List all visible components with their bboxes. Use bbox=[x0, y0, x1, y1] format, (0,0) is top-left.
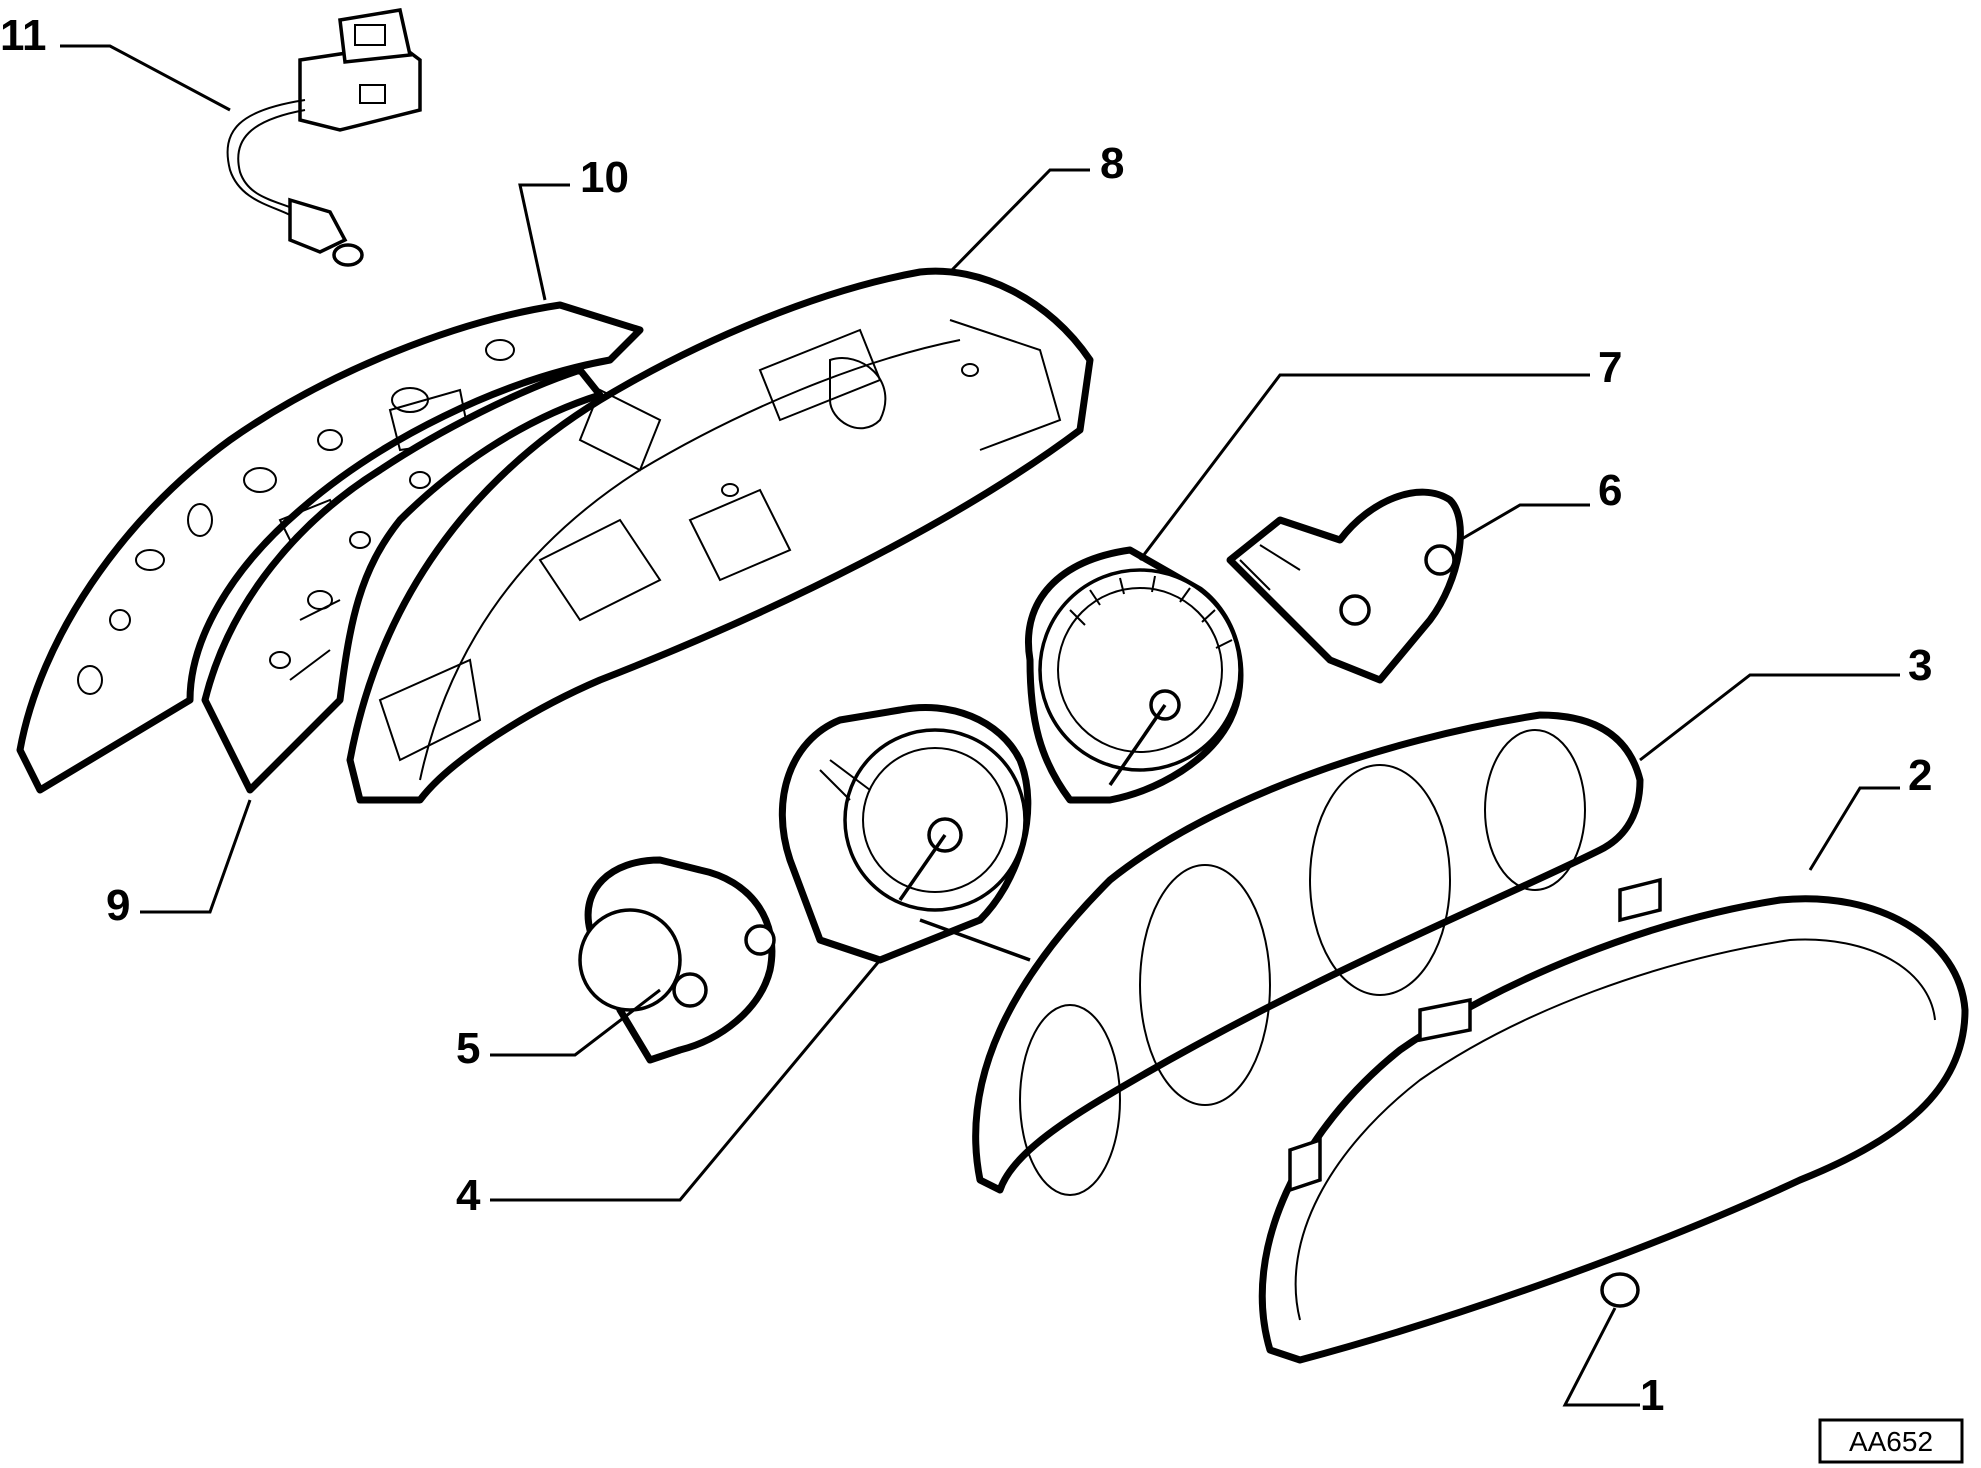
part-4-combined-gauge bbox=[778, 703, 1032, 964]
callout-9: 9 bbox=[106, 881, 130, 930]
callout-2: 2 bbox=[1908, 751, 1932, 800]
leader-10 bbox=[518, 183, 570, 301]
reference-code-box: AA652 bbox=[1818, 1418, 1964, 1464]
callout-1: 1 bbox=[1640, 1371, 1664, 1420]
part-8-cluster-housing bbox=[346, 267, 1094, 804]
callout-5: 5 bbox=[456, 1024, 480, 1073]
leader-8 bbox=[948, 168, 1090, 274]
callout-labels: 11 10 8 7 6 3 2 9 5 4 1 bbox=[0, 11, 1932, 1420]
part-3-dial-face bbox=[972, 711, 1644, 1196]
leader-lines bbox=[60, 44, 1900, 1407]
leader-1 bbox=[1562, 1307, 1640, 1407]
reference-code: AA652 bbox=[1849, 1426, 1933, 1457]
callout-8: 8 bbox=[1100, 139, 1124, 188]
leader-9 bbox=[140, 799, 252, 914]
leader-7 bbox=[1138, 373, 1590, 561]
leader-3 bbox=[1639, 673, 1900, 762]
part-10-circuit-board bbox=[16, 301, 644, 794]
callout-3: 3 bbox=[1908, 641, 1932, 690]
callout-4: 4 bbox=[456, 1171, 481, 1220]
leader-6 bbox=[1459, 503, 1590, 542]
part-1-trip-reset-knob bbox=[1600, 1272, 1640, 1308]
leader-4 bbox=[490, 959, 882, 1202]
part-2-front-lens bbox=[1258, 877, 1969, 1364]
leader-11 bbox=[60, 44, 231, 112]
leader-5 bbox=[490, 988, 661, 1057]
part-6-auxiliary-gauge bbox=[1226, 488, 1464, 684]
leader-2 bbox=[1808, 786, 1900, 871]
part-9-printed-circuit bbox=[201, 366, 604, 794]
callout-6: 6 bbox=[1598, 466, 1622, 515]
part-11-connector-harness bbox=[226, 8, 422, 267]
callout-7: 7 bbox=[1598, 343, 1622, 392]
callout-10: 10 bbox=[580, 153, 629, 202]
part-7-speedometer bbox=[1025, 546, 1244, 804]
callout-11: 11 bbox=[0, 11, 47, 60]
